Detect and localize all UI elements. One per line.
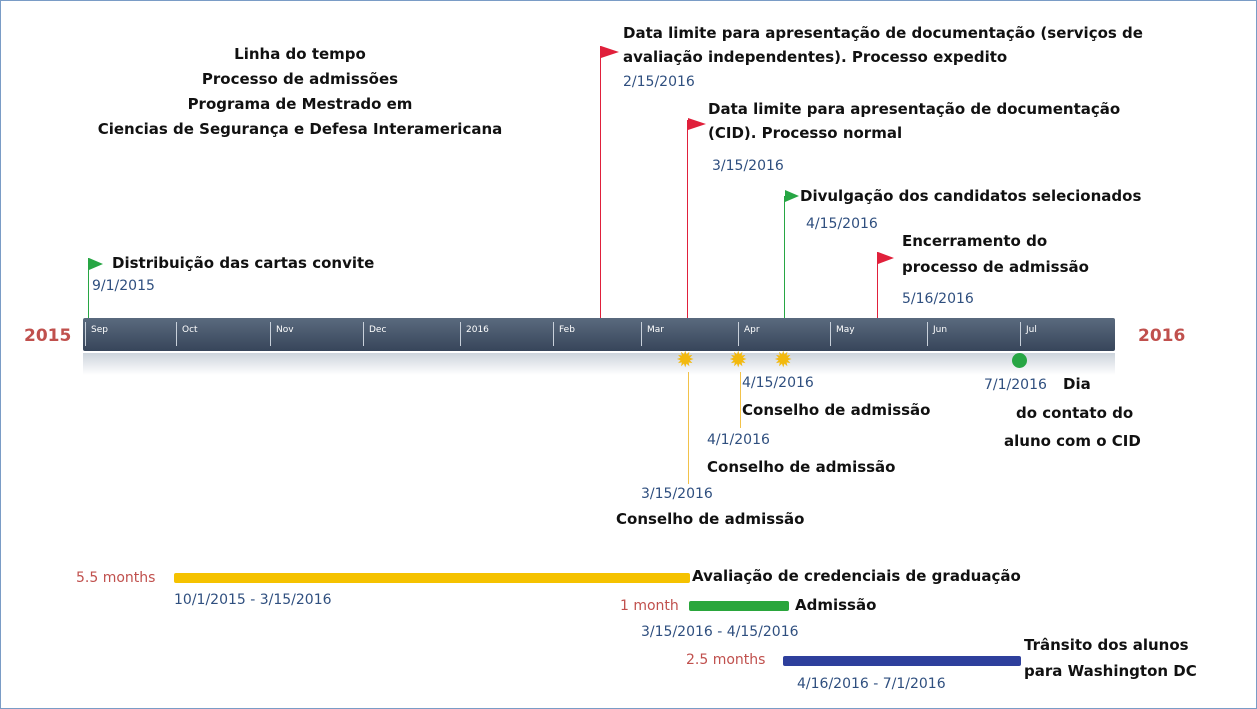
star-burst-icon: ✹ [676,348,695,373]
event-label: Dia [1063,375,1091,393]
milestone-pole [877,252,878,318]
span-label: Admissão [795,596,877,614]
span-duration: 2.5 months [686,652,766,668]
title-line: Ciencias de Segurança e Defesa Interamer… [97,120,503,138]
milestone-pole [687,120,688,318]
milestone-label: Data limite para apresentação de documen… [623,24,1143,42]
milestone-label: processo de admissão [902,258,1089,276]
span-label: Trânsito dos alunos [1024,636,1189,654]
timeline-title: Linha do tempo Processo de admissões Pro… [60,42,540,142]
start-year-label: 2015 [24,326,72,346]
milestone-pole [784,196,785,318]
star-burst-icon: ✹ [774,348,793,373]
event-label: do contato do [1016,404,1134,422]
span-label: Avaliação de credenciais de graduação [692,567,1021,585]
event-date: 4/15/2016 [742,375,814,391]
month-tick: Jun [927,322,947,346]
month-tick: Feb [553,322,575,346]
milestone-date: 5/16/2016 [902,291,974,307]
span-dates: 3/15/2016 - 4/15/2016 [641,624,799,640]
span-bar [689,601,789,611]
event-connector [688,372,689,484]
timeline-bar-reflection [83,353,1115,375]
milestone-label: Encerramento do [902,232,1048,250]
circle-icon [1012,353,1027,368]
span-label: para Washington DC [1024,662,1197,680]
month-tick: Jul [1020,322,1037,346]
span-dates: 10/1/2015 - 3/15/2016 [174,592,332,608]
span-duration: 5.5 months [76,570,156,586]
month-tick: Oct [176,322,198,346]
milestone-label: (CID). Processo normal [708,124,903,142]
month-tick: Sep [85,322,108,346]
title-line: Linha do tempo [234,45,366,63]
star-burst-icon: ✹ [729,348,748,373]
milestone-label: Data limite para apresentação de documen… [708,100,1121,118]
milestone-label: avaliação independentes). Processo exped… [623,48,1008,66]
flag-icon [688,118,706,130]
flag-icon [785,190,799,202]
event-date: 3/15/2016 [641,486,713,502]
milestone-date: 4/15/2016 [806,216,878,232]
event-label: Conselho de admissão [742,401,931,419]
milestone-pole [600,46,601,318]
milestone-label: Distribuição das cartas convite [112,254,375,272]
end-year-label: 2016 [1138,326,1186,346]
milestone-date: 3/15/2016 [712,158,784,174]
event-date: 4/1/2016 [707,432,770,448]
span-bar [783,656,1021,666]
month-tick: Dec [363,322,386,346]
milestone-date: 2/15/2016 [623,74,695,90]
month-tick: Nov [270,322,294,346]
event-label: Conselho de admissão [707,458,896,476]
event-date: 7/1/2016 [984,377,1047,393]
event-connector [740,372,741,428]
milestone-date: 9/1/2015 [92,278,155,294]
milestone-pole [88,258,89,318]
event-label: Conselho de admissão [616,510,805,528]
span-duration: 1 month [620,598,679,614]
title-line: Programa de Mestrado em [187,95,413,113]
timeline-bar [83,318,1115,351]
month-tick: Apr [738,322,760,346]
event-label: aluno com o CID [1004,432,1141,450]
month-tick: May [830,322,855,346]
flag-icon [89,258,103,270]
span-bar [174,573,690,583]
milestone-label: Divulgação dos candidatos selecionados [800,187,1142,205]
title-line: Processo de admissões [201,70,399,88]
month-tick: Mar [641,322,664,346]
flag-icon [601,46,619,58]
month-tick: 2016 [460,322,489,346]
span-dates: 4/16/2016 - 7/1/2016 [797,676,946,692]
flag-icon [878,252,894,264]
